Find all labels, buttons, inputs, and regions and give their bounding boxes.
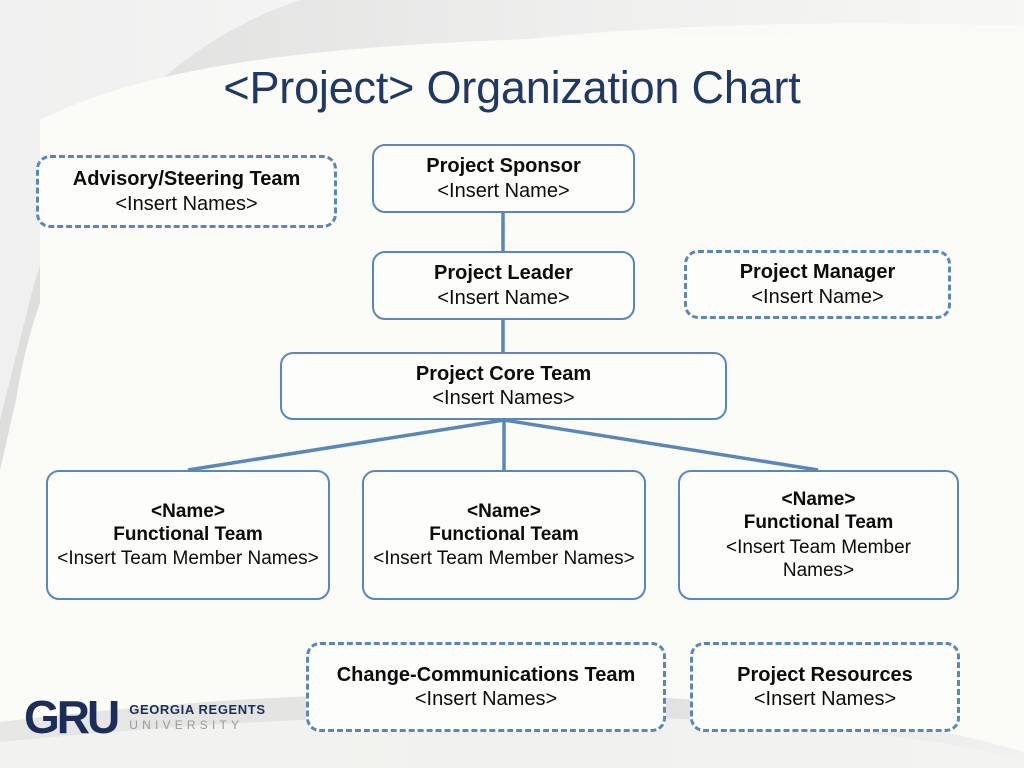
node-name: <Name>: [467, 500, 541, 522]
node-project-leader[interactable]: Project Leader <Insert Name>: [372, 251, 635, 320]
connector-core-func3: [503, 418, 819, 472]
node-project-sponsor[interactable]: Project Sponsor <Insert Name>: [372, 144, 635, 213]
node-subtitle: <Insert Team Member Names>: [726, 536, 911, 581]
page-title: <Project> Organization Chart: [223, 62, 801, 113]
gru-logo-line2: UNIVERSITY: [129, 717, 244, 732]
gru-wordmark-icon: GRU: [24, 691, 120, 743]
node-project-manager[interactable]: Project Manager <Insert Name>: [684, 250, 951, 319]
node-title: Project Resources: [737, 663, 913, 686]
node-title: Functional Team: [429, 523, 579, 545]
node-title: Project Sponsor: [426, 155, 581, 178]
node-subtitle: <Insert Name>: [751, 285, 884, 308]
node-name: <Name>: [151, 500, 225, 522]
node-project-core-team[interactable]: Project Core Team <Insert Names>: [280, 352, 727, 420]
node-change-communications-team[interactable]: Change-Communications Team <Insert Names…: [306, 642, 666, 732]
gru-logo-line1: GEORGIA REGENTS: [129, 702, 266, 718]
gru-logo-text: GEORGIA REGENTS UNIVERSITY: [129, 702, 265, 731]
node-title: Change-Communications Team: [336, 663, 636, 686]
node-title: Project Core Team: [415, 362, 592, 385]
connector-core-func1: [187, 418, 505, 472]
node-subtitle: <Insert Team Member Names>: [57, 548, 319, 570]
node-subtitle: <Insert Names>: [432, 387, 575, 409]
node-title: Functional Team: [743, 512, 894, 534]
node-subtitle: <Insert Names>: [115, 192, 258, 215]
node-title: Project Leader: [434, 262, 573, 285]
node-project-resources[interactable]: Project Resources <Insert Names>: [690, 642, 960, 732]
node-subtitle: <Insert Name>: [437, 286, 570, 309]
node-name: <Name>: [781, 489, 856, 511]
node-title: Advisory/Steering Team: [72, 168, 301, 191]
node-subtitle: <Insert Team Member Names>: [373, 548, 635, 570]
node-subtitle: <Insert Name>: [437, 179, 570, 202]
node-functional-team-1[interactable]: <Name> Functional Team <Insert Team Memb…: [46, 470, 330, 600]
node-subtitle: <Insert Names>: [753, 688, 897, 710]
node-title: Functional Team: [113, 523, 263, 545]
node-functional-team-3[interactable]: <Name> Functional Team <Insert Team Memb…: [678, 470, 959, 600]
node-functional-team-2[interactable]: <Name> Functional Team <Insert Team Memb…: [362, 470, 646, 600]
node-title: Project Manager: [739, 261, 896, 284]
gru-logo: GRU GEORGIA REGENTS UNIVERSITY: [24, 694, 266, 740]
node-subtitle: <Insert Names>: [414, 688, 558, 710]
node-advisory-steering-team[interactable]: Advisory/Steering Team <Insert Names>: [36, 155, 337, 228]
